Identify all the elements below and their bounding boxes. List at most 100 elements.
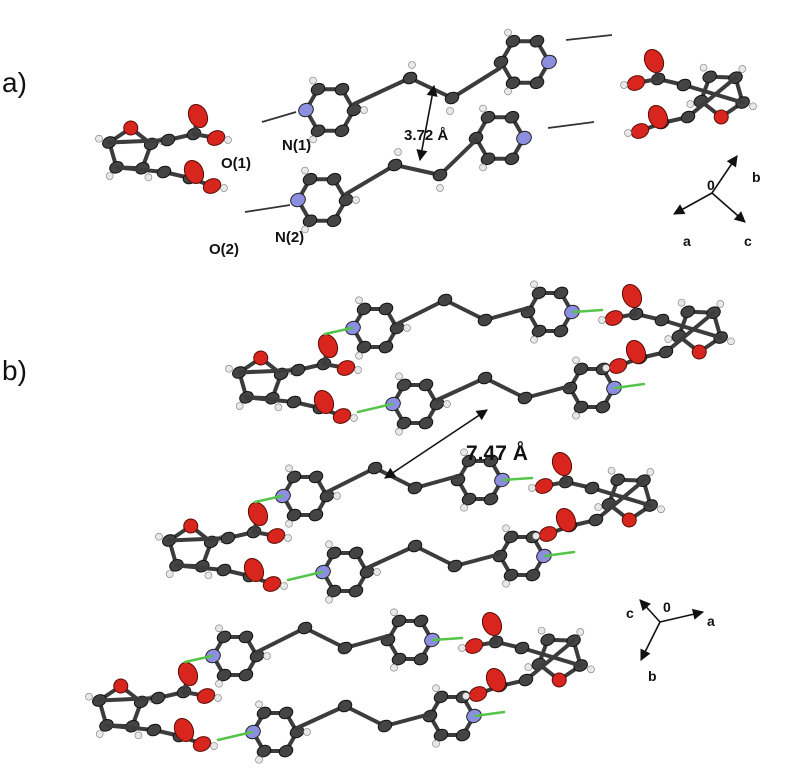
carbon-atom [429,397,445,411]
hydrogen-atom [360,106,368,114]
oxygen-atom [604,310,624,326]
hydrogen-atom [602,364,610,372]
bond [174,563,226,572]
oxygen-atom [183,518,199,534]
hydrogen-atom [390,608,398,617]
bond [438,138,478,177]
carbon-atom [402,71,418,85]
carbon-atom [407,481,423,495]
carbon-atom [150,691,166,705]
hydrogen-atom [479,163,487,172]
carbon-atom [573,400,589,414]
carbon-atom [480,110,496,124]
carbon-atom [249,649,265,663]
hydrogen-atom [624,129,632,137]
bond [524,638,576,682]
panel-a: a) 3.72 Å N(1) O(1) O(2) N(2) 0 b a c [2,28,761,258]
carbon-atom [529,34,545,48]
carbon-atom [310,82,326,96]
bond [413,544,457,568]
carbon-atom [220,531,236,545]
bond [167,536,230,543]
hydrogen-bond [356,402,394,414]
oxygen-atom [534,478,554,494]
oxygen-atom [538,526,558,542]
nitrogen-atom [290,192,306,208]
axis-indicator-b: 0 c a b [626,599,715,684]
oxygen-atom [485,667,507,693]
carbon-atom [238,630,254,644]
distance-label-a: 3.72 Å [404,127,448,144]
hydrogen-atom [354,366,362,374]
atom-label-n2: N(2) [275,229,304,246]
carbon-atom [503,568,519,582]
carbon-atom [286,395,302,409]
bond [107,138,170,145]
oxygen-atom [481,611,503,637]
bond [261,111,297,123]
oxygen-atom [192,736,212,752]
carbon-atom [286,508,302,522]
hydrogen-atom [105,172,114,180]
bond [255,626,307,654]
hydrogen-atom [274,403,283,412]
carbon-atom [477,371,493,385]
axis-b-label-a: b [752,169,761,185]
hydrogen-bond [286,570,324,582]
bond [352,76,412,106]
hydrogen-atom [594,503,603,511]
oxygen-atom [336,360,356,376]
carbon-atom [216,668,232,682]
carbon-atom [238,668,254,682]
oxygen-atom [317,333,339,359]
carbon-atom [413,652,429,666]
carbon-atom [588,513,604,527]
carbon-atom [297,621,313,635]
bond [594,478,646,522]
axis-origin-b: 0 [663,599,671,615]
hydrogen-atom [664,335,673,343]
bond [244,204,291,213]
hydrogen-atom [165,570,174,578]
carbon-atom [433,690,449,704]
bond [547,121,595,129]
hydrogen-atom [85,692,93,701]
hydrogen-bond [253,494,284,504]
carbon-atom [553,286,569,300]
hydrogen-atom [255,755,263,764]
oxygen-atom [713,109,729,125]
carbon-atom [146,723,162,737]
carbon-atom [160,133,176,147]
carbon-atom [256,744,272,758]
bond [237,368,300,375]
hydrogen-atom [528,484,536,492]
carbon-atom [290,363,306,377]
oxygen-atom [247,501,269,527]
carbon-atom [348,584,364,598]
axis-a-label-b: a [707,613,715,629]
panel-b: b) 7.47 Å 0 c a b [2,280,735,764]
carbon-atom [540,633,555,647]
axis-indicator-a: 0 b a c [673,155,761,249]
carbon-atom [680,305,695,319]
hydrogen-atom [686,100,695,108]
hydrogen-atom [215,624,223,633]
bond [114,165,166,174]
panel-b-molecules [85,280,735,764]
hydrogen-bond [323,326,354,336]
hydrogen-atom [749,102,757,111]
carbon-atom [326,214,342,228]
carbon-atom [356,340,372,354]
distance-arrow-a [416,84,438,162]
carbon-atom [455,728,471,742]
bond [523,384,572,400]
carbon-atom [447,559,463,573]
oxygen-atom [468,686,488,702]
hydrogen-atom [530,335,538,344]
hydrogen-atom [355,351,363,360]
carbon-atom [437,293,453,307]
hydrogen-atom [325,595,333,604]
hydrogen-atom [460,503,468,512]
carbon-atom [504,110,520,124]
